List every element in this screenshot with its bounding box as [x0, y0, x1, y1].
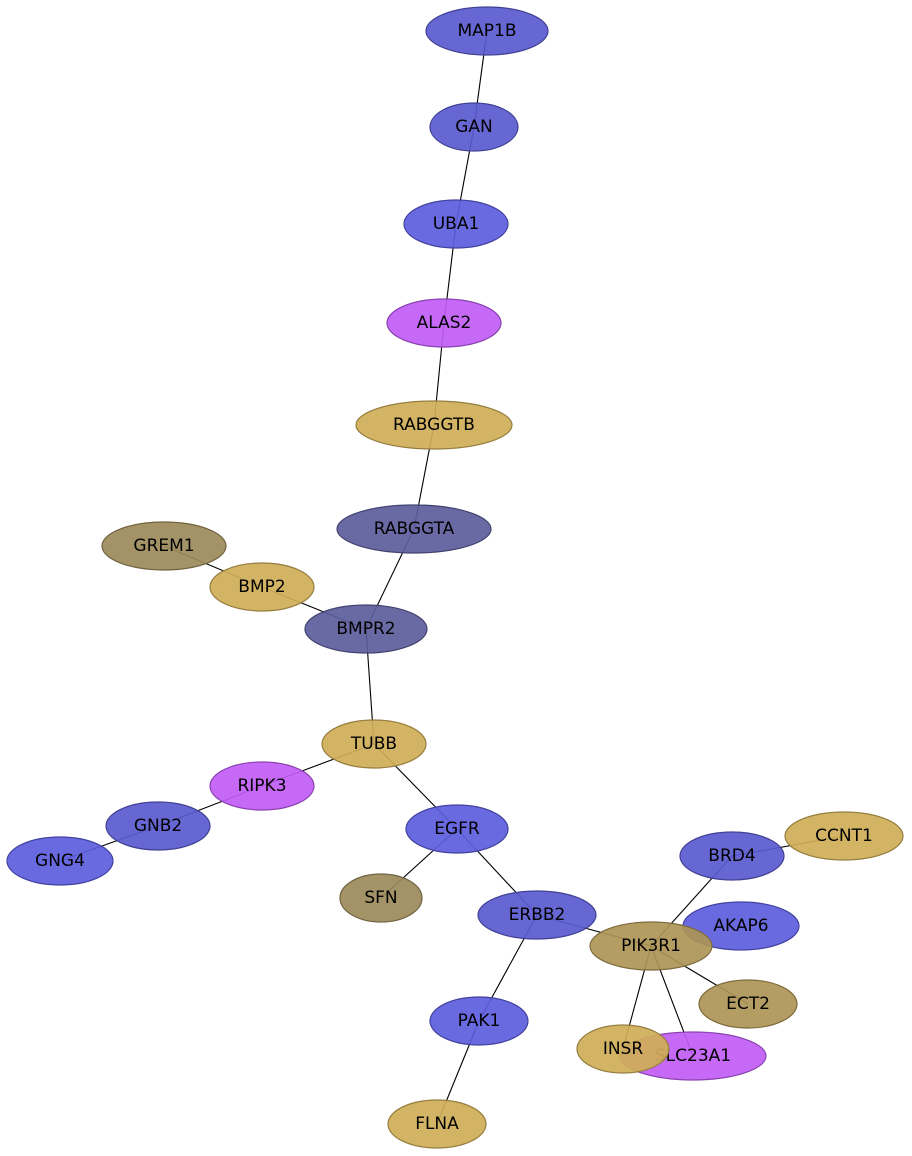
- node-brd4[interactable]: BRD4: [679, 831, 785, 881]
- node-egfr[interactable]: EGFR: [405, 804, 509, 854]
- node-label-ripk3: RIPK3: [237, 776, 286, 796]
- node-label-bmp2: BMP2: [238, 577, 285, 597]
- node-shape-sfn: [339, 873, 423, 923]
- node-pik3r1[interactable]: PIK3R1: [589, 921, 713, 971]
- node-ccnt1[interactable]: CCNT1: [784, 811, 904, 861]
- node-label-rabggtb: RABGGTB: [393, 415, 475, 435]
- node-label-ccnt1: CCNT1: [815, 826, 873, 846]
- node-shape-pak1: [429, 996, 529, 1046]
- node-label-bmpr2: BMPR2: [336, 619, 395, 639]
- node-label-sfn: SFN: [364, 888, 397, 908]
- node-label-tubb: TUBB: [350, 734, 397, 754]
- node-shape-flna: [387, 1099, 487, 1149]
- node-grem1[interactable]: GREM1: [101, 521, 227, 571]
- node-shape-alas2: [386, 298, 502, 348]
- edges-layer: [59, 30, 845, 1125]
- node-alas2[interactable]: ALAS2: [386, 298, 502, 348]
- node-shape-ccnt1: [784, 811, 904, 861]
- node-bmpr2[interactable]: BMPR2: [304, 604, 428, 654]
- node-tubb[interactable]: TUBB: [321, 719, 427, 769]
- node-shape-gnb2: [105, 801, 211, 851]
- node-rabggtb[interactable]: RABGGTB: [355, 400, 513, 450]
- node-label-pik3r1: PIK3R1: [621, 936, 681, 956]
- node-shape-gng4: [6, 836, 114, 886]
- node-label-gng4: GNG4: [35, 851, 85, 871]
- node-label-gan: GAN: [455, 117, 493, 137]
- node-label-map1b: MAP1B: [457, 21, 516, 41]
- node-bmp2[interactable]: BMP2: [209, 562, 315, 612]
- node-label-brd4: BRD4: [708, 846, 755, 866]
- node-shape-map1b: [425, 6, 549, 56]
- node-shape-rabggtb: [355, 400, 513, 450]
- node-label-slc23a1: SLC23A1: [655, 1046, 731, 1066]
- node-shape-egfr: [405, 804, 509, 854]
- node-label-flna: FLNA: [415, 1114, 459, 1134]
- node-label-gnb2: GNB2: [134, 816, 182, 836]
- node-ect2[interactable]: ECT2: [698, 979, 798, 1029]
- node-shape-ect2: [698, 979, 798, 1029]
- node-shape-gan: [429, 102, 519, 152]
- node-shape-pik3r1: [589, 921, 713, 971]
- node-label-insr: INSR: [603, 1039, 644, 1059]
- node-shape-brd4: [679, 831, 785, 881]
- node-label-grem1: GREM1: [133, 536, 194, 556]
- node-gnb2[interactable]: GNB2: [105, 801, 211, 851]
- node-label-ect2: ECT2: [726, 994, 770, 1014]
- node-shape-erbb2: [477, 890, 597, 940]
- node-label-uba1: UBA1: [433, 214, 480, 234]
- node-uba1[interactable]: UBA1: [403, 199, 509, 249]
- node-shape-insr: [576, 1024, 670, 1074]
- node-shape-ripk3: [209, 761, 315, 811]
- node-map1b[interactable]: MAP1B: [425, 6, 549, 56]
- node-erbb2[interactable]: ERBB2: [477, 890, 597, 940]
- node-label-erbb2: ERBB2: [509, 905, 566, 925]
- node-shape-tubb: [321, 719, 427, 769]
- node-label-egfr: EGFR: [434, 819, 480, 839]
- node-gng4[interactable]: GNG4: [6, 836, 114, 886]
- node-rabggta[interactable]: RABGGTA: [336, 504, 492, 554]
- node-akap6[interactable]: AKAP6: [682, 901, 800, 951]
- node-shape-grem1: [101, 521, 227, 571]
- node-shape-uba1: [403, 199, 509, 249]
- node-shape-bmp2: [209, 562, 315, 612]
- node-label-akap6: AKAP6: [713, 916, 768, 936]
- node-gan[interactable]: GAN: [429, 102, 519, 152]
- node-insr[interactable]: INSR: [576, 1024, 670, 1074]
- node-sfn[interactable]: SFN: [339, 873, 423, 923]
- node-shape-bmpr2: [304, 604, 428, 654]
- node-label-alas2: ALAS2: [417, 313, 472, 333]
- node-flna[interactable]: FLNA: [387, 1099, 487, 1149]
- node-pak1[interactable]: PAK1: [429, 996, 529, 1046]
- node-ripk3[interactable]: RIPK3: [209, 761, 315, 811]
- node-label-pak1: PAK1: [458, 1011, 501, 1031]
- node-label-rabggta: RABGGTA: [374, 519, 455, 539]
- node-shape-rabggta: [336, 504, 492, 554]
